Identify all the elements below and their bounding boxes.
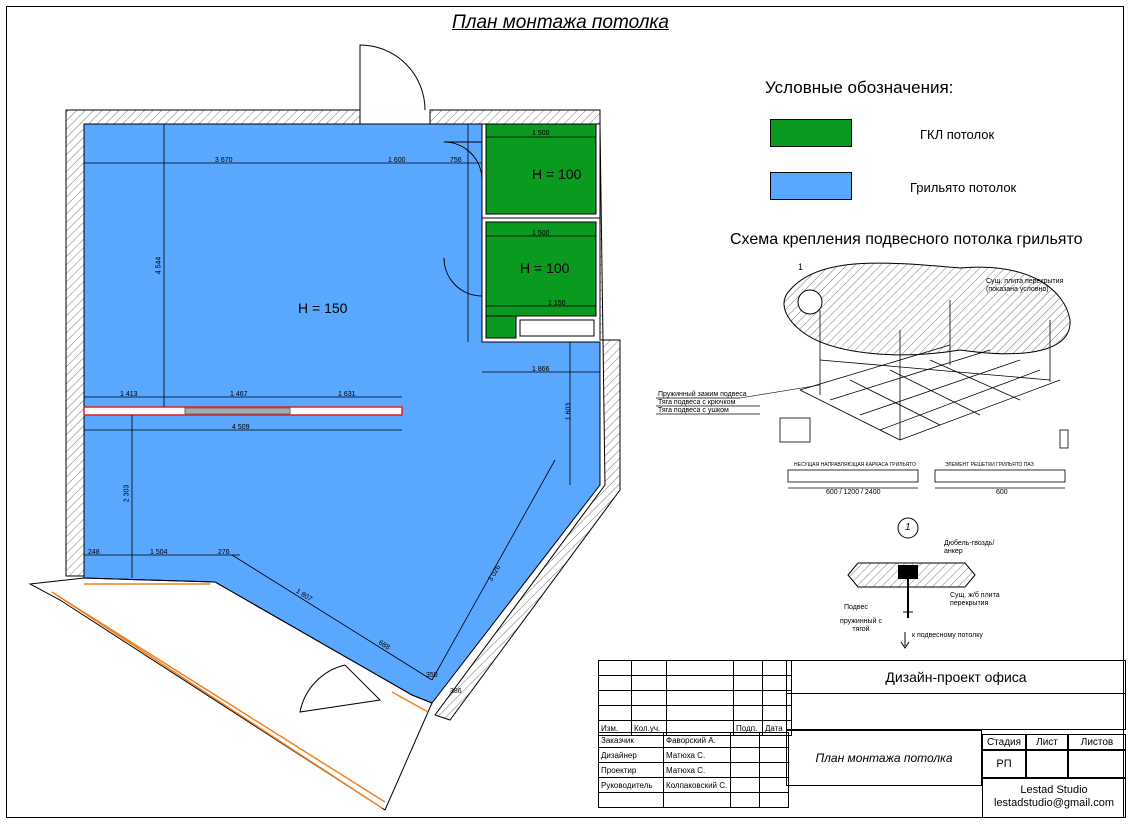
dim-label: 1 500 — [532, 230, 550, 237]
role-head: Руководитель — [598, 777, 664, 793]
sheet-header: Лист — [1026, 734, 1068, 750]
project-name: Дизайн-проект офиса — [786, 660, 1126, 694]
detail-label-dowel: Дюбель-гвоздь/ анкер — [944, 540, 995, 555]
detail-label-to-ceiling: к подвесному потолку — [912, 632, 983, 639]
dim-label: 248 — [88, 549, 100, 556]
legend-label-gkl: ГКЛ потолок — [920, 127, 995, 142]
sheets-header: Листов — [1068, 734, 1126, 750]
detail-label-slab: Сущ. ж/б плита перекрытия — [950, 592, 1000, 607]
scheme-label-600: 600 — [996, 489, 1008, 496]
gkl-room-1 — [485, 123, 597, 215]
revision-table: Изм.Кол.уч.Подп.Дата — [598, 660, 792, 736]
scheme-label-rail: НЕСУЩАЯ НАПРАВЛЯЮЩАЯ КАРКАСА ГРИЛЬЯТО — [794, 462, 916, 468]
role-client: Заказчик — [598, 732, 664, 748]
dim-label: 756 — [450, 157, 462, 164]
legend-title: Условные обозначения: — [765, 78, 954, 97]
name-head: Колпаковский С. — [663, 777, 731, 793]
scheme-label-hook: Тяга подвеса с крючком — [658, 399, 736, 406]
role-designer: Дизайнер — [598, 747, 664, 763]
balcony — [28, 577, 433, 811]
height-label-main: H = 150 — [298, 300, 348, 316]
scheme-title: Схема крепления подвесного потолка гриль… — [730, 231, 1083, 248]
dim-label: 1 413 — [120, 391, 138, 398]
dim-label: 3 670 — [215, 157, 233, 164]
dim-label: 4 509 — [232, 424, 250, 431]
legend-swatch-grilyato — [770, 172, 852, 200]
scheme-label-clamp: Пружинный зажим подвеса — [658, 391, 747, 398]
sheet-name: План монтажа потолка — [786, 730, 982, 786]
scheme-label-grid: ЭЛЕМЕНТ РЕШЕТКИ ГРИЛЬЯТО ПАЗ — [945, 462, 1034, 468]
dimension-lines — [84, 124, 600, 681]
legend-label-grilyato: Грильято потолок — [910, 180, 1017, 195]
stage-value: РП — [982, 750, 1026, 778]
height-label-room1: H = 100 — [532, 166, 582, 182]
scheme-label-eye: Тяга подвеса с ушком — [658, 407, 729, 414]
page-title: План монтажа потолка — [452, 12, 669, 33]
studio-name: Lestad Studio — [1020, 784, 1088, 796]
gkl-room-2 — [485, 221, 597, 317]
dim-label: 1 631 — [338, 391, 356, 398]
name-engineer: Матюха С. — [663, 762, 731, 778]
scheme-label-sizes: 600 / 1200 / 2400 — [826, 489, 881, 496]
dim-label: 276 — [218, 549, 230, 556]
drawing-frame — [6, 6, 1124, 818]
gkl-room-2-strip — [485, 315, 517, 339]
name-client: Фаворский А. — [663, 732, 731, 748]
studio-email: lestadstudio@gmail.com — [994, 797, 1114, 809]
detail-label-hanger: Подвес — [844, 604, 868, 611]
role-engineer: Проектир — [598, 762, 664, 778]
door-top — [359, 44, 426, 111]
dim-label: 1 504 — [150, 549, 168, 556]
studio-info: Lestad Studio lestadstudio@gmail.com — [982, 778, 1126, 818]
dim-label: 1 150 — [548, 300, 566, 307]
detail-ref: 1 — [798, 262, 804, 272]
stage-header: Стадия — [982, 734, 1026, 750]
dim-label: 1 500 — [532, 130, 550, 137]
dim-label: 1 600 — [388, 157, 406, 164]
height-label-room2: H = 100 — [520, 260, 570, 276]
scheme-label-slab: Сущ. плита перекрытия (показана условно) — [986, 278, 1064, 293]
dim-label: 350 — [426, 672, 438, 679]
dim-label: 386 — [450, 688, 462, 695]
legend-swatch-gkl — [770, 119, 852, 147]
name-designer: Матюха С. — [663, 747, 731, 763]
detail-circle-label: 1 — [905, 522, 911, 533]
dim-label: 1 467 — [230, 391, 248, 398]
dim-label: 1 866 — [532, 366, 550, 373]
detail-label-spring: пружинный с тягой — [840, 618, 882, 633]
